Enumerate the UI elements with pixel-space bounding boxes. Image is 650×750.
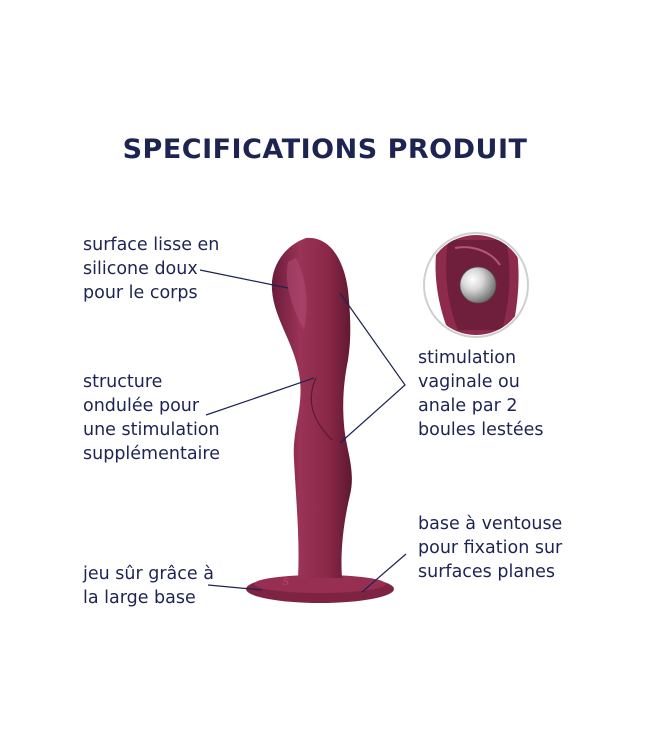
seam-line [310, 377, 333, 441]
label-weighted-balls: stimulation vaginale ou anale par 2 boul… [418, 348, 544, 440]
brand-logo: S [283, 578, 289, 588]
leader-surface [199, 269, 289, 289]
leader-structure [205, 377, 315, 416]
leader-suction [361, 553, 407, 593]
leader-base [207, 584, 263, 591]
zoom-inset [423, 232, 529, 338]
leader-balls [339, 292, 406, 444]
page-title: SPECIFICATIONS PRODUIT [122, 134, 528, 165]
label-wavy-structure: structure ondulée pour une stimulation s… [83, 372, 220, 464]
base-top [254, 575, 386, 593]
product-highlight [286, 258, 307, 330]
label-smooth-surface: surface lisse en silicone doux pour le c… [83, 235, 220, 303]
label-large-base: jeu sûr grâce à la large base [83, 564, 214, 608]
label-suction-base: base à ventouse pour fixation sur surfac… [418, 514, 563, 582]
metal-ball [459, 266, 497, 304]
